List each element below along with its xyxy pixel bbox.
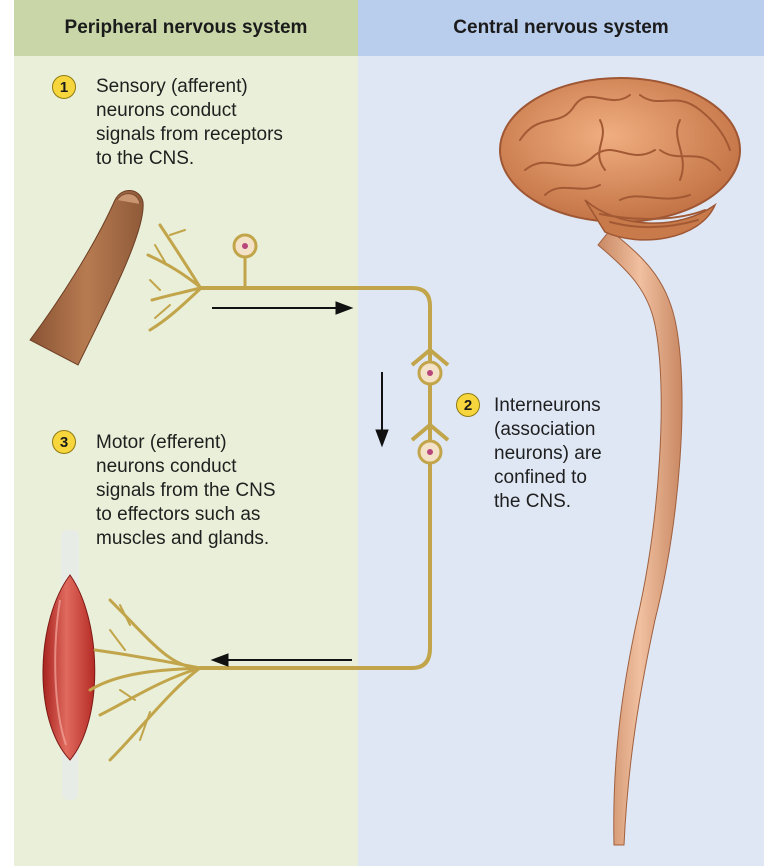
brain-illustration — [500, 78, 740, 240]
step-1-badge: 1 — [52, 75, 76, 99]
sensory-cell-body — [234, 235, 256, 257]
step-2-badge: 2 — [456, 393, 480, 417]
finger-illustration — [30, 190, 143, 365]
step-1-text: Sensory (afferent) neurons conduct signa… — [96, 75, 283, 171]
step-3-text: Motor (efferent) neurons conduct signals… — [96, 431, 276, 551]
step-2-text: Interneurons (association neurons) are c… — [494, 394, 602, 514]
muscle-illustration — [43, 530, 95, 800]
step-3-badge: 3 — [52, 430, 76, 454]
motor-neuron-branches — [90, 600, 200, 760]
spinal-cord — [598, 230, 682, 845]
